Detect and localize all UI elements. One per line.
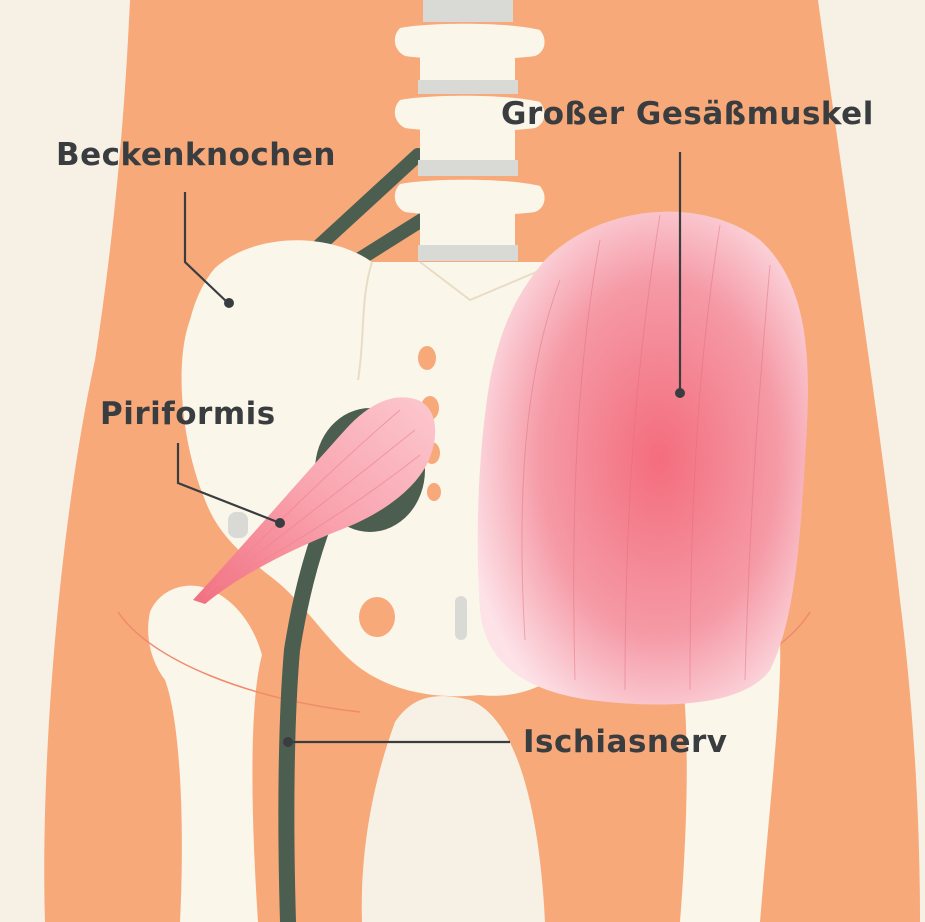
dot-pelvis xyxy=(224,298,234,308)
gluteus-maximus xyxy=(478,212,808,705)
label-gluteus: Großer Gesäßmuskel xyxy=(501,96,874,132)
label-sciatic: Ischiasnerv xyxy=(523,724,728,760)
label-piriformis: Piriformis xyxy=(100,396,276,432)
hip-joint xyxy=(228,512,248,538)
dot-piriformis xyxy=(275,518,285,528)
dot-sciatic xyxy=(283,737,293,747)
dot-gluteus xyxy=(675,388,685,398)
coccyx-joint xyxy=(455,596,467,640)
label-pelvis: Beckenknochen xyxy=(56,137,336,173)
